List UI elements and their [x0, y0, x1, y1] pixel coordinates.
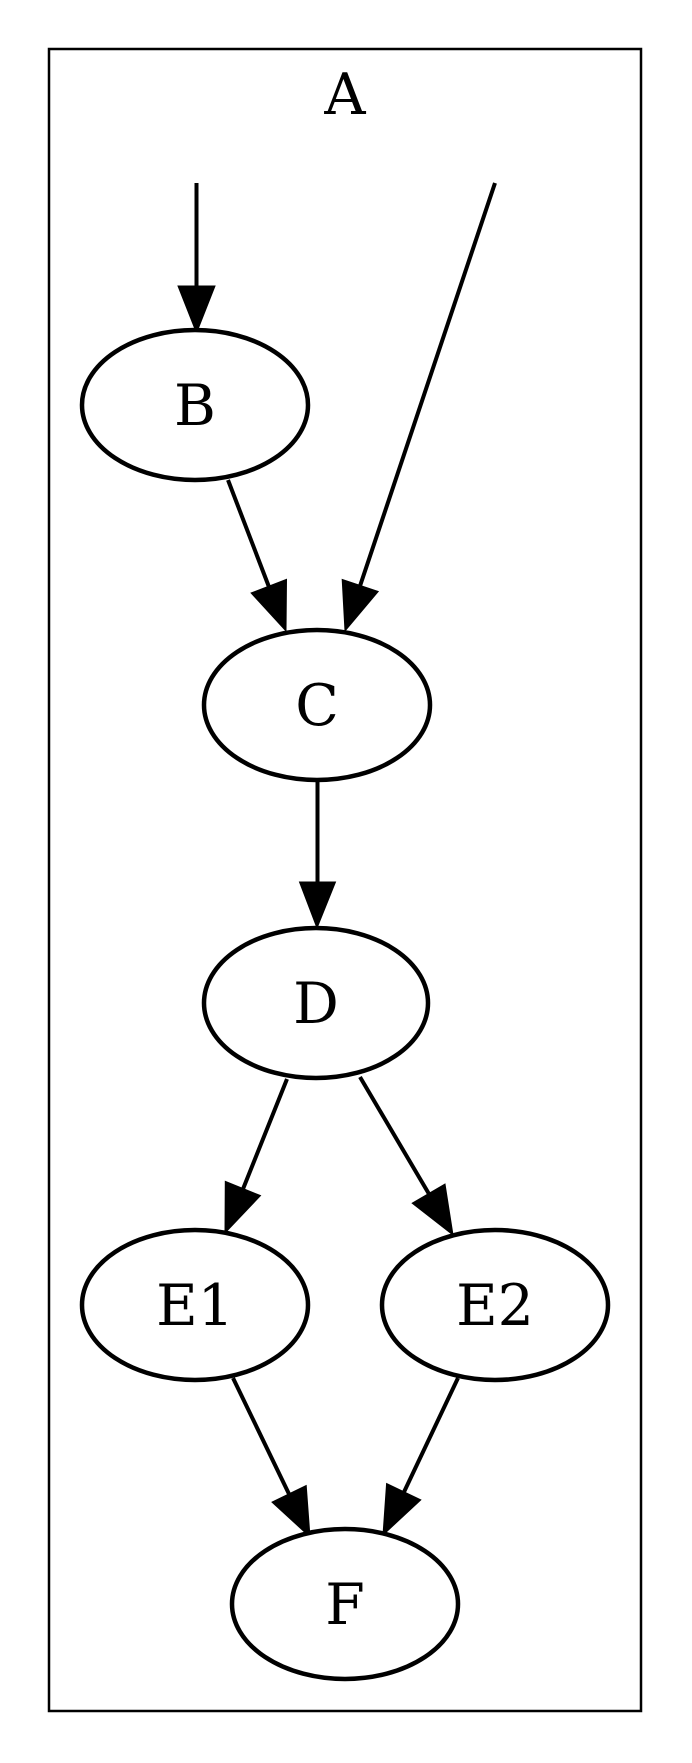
edge-b-to-c	[226, 479, 288, 633]
edge-c-to-d-arrowhead	[298, 881, 337, 930]
node-d-ellipse	[201, 925, 431, 1081]
edge-top-to-c-line	[358, 182, 497, 587]
node-b-ellipse	[79, 327, 311, 483]
node-f-label: F	[325, 1572, 365, 1638]
edge-e1-to-f	[231, 1377, 311, 1539]
cluster-a-border	[47, 47, 643, 1713]
edge-e2-to-f-line	[402, 1377, 460, 1493]
edge-d-to-e2-arrowhead	[411, 1183, 454, 1237]
node-c-ellipse	[201, 627, 433, 783]
edge-d-to-e1-line	[241, 1078, 289, 1190]
node-b: B	[79, 327, 311, 483]
edge-e2-to-f	[382, 1377, 460, 1537]
node-b-label: B	[174, 373, 216, 439]
edge-top-to-c	[341, 182, 497, 633]
node-f-ellipse	[229, 1526, 461, 1682]
node-e2: E2	[379, 1227, 611, 1383]
node-e2-ellipse	[379, 1227, 611, 1383]
node-e2-label: E2	[456, 1273, 534, 1339]
edge-d-to-e2-line	[358, 1075, 431, 1196]
node-c-label: C	[295, 673, 339, 739]
edge-top-to-b	[177, 183, 216, 335]
edge-d-to-e1	[224, 1078, 289, 1235]
edge-d-to-e2	[358, 1075, 454, 1237]
node-e1-label: E1	[156, 1273, 234, 1339]
edge-top-to-b-arrowhead	[177, 285, 216, 335]
edge-d-to-e1-arrowhead	[224, 1180, 262, 1235]
edge-e2-to-f-arrowhead	[382, 1482, 422, 1537]
edge-c-to-d	[298, 780, 337, 930]
node-e1-ellipse	[79, 1227, 311, 1383]
node-f: F	[229, 1526, 461, 1682]
node-d-label: D	[293, 971, 339, 1037]
edge-e1-to-f-line	[231, 1377, 291, 1495]
edge-top-to-c-arrowhead	[341, 578, 380, 633]
cluster-a-label: A	[323, 62, 366, 128]
edge-b-to-c-arrowhead	[250, 578, 288, 633]
node-c: C	[201, 627, 433, 783]
edge-e1-to-f-arrowhead	[271, 1484, 311, 1539]
node-e1: E1	[79, 1227, 311, 1383]
edge-b-to-c-line	[226, 479, 271, 588]
node-d: D	[201, 925, 431, 1081]
